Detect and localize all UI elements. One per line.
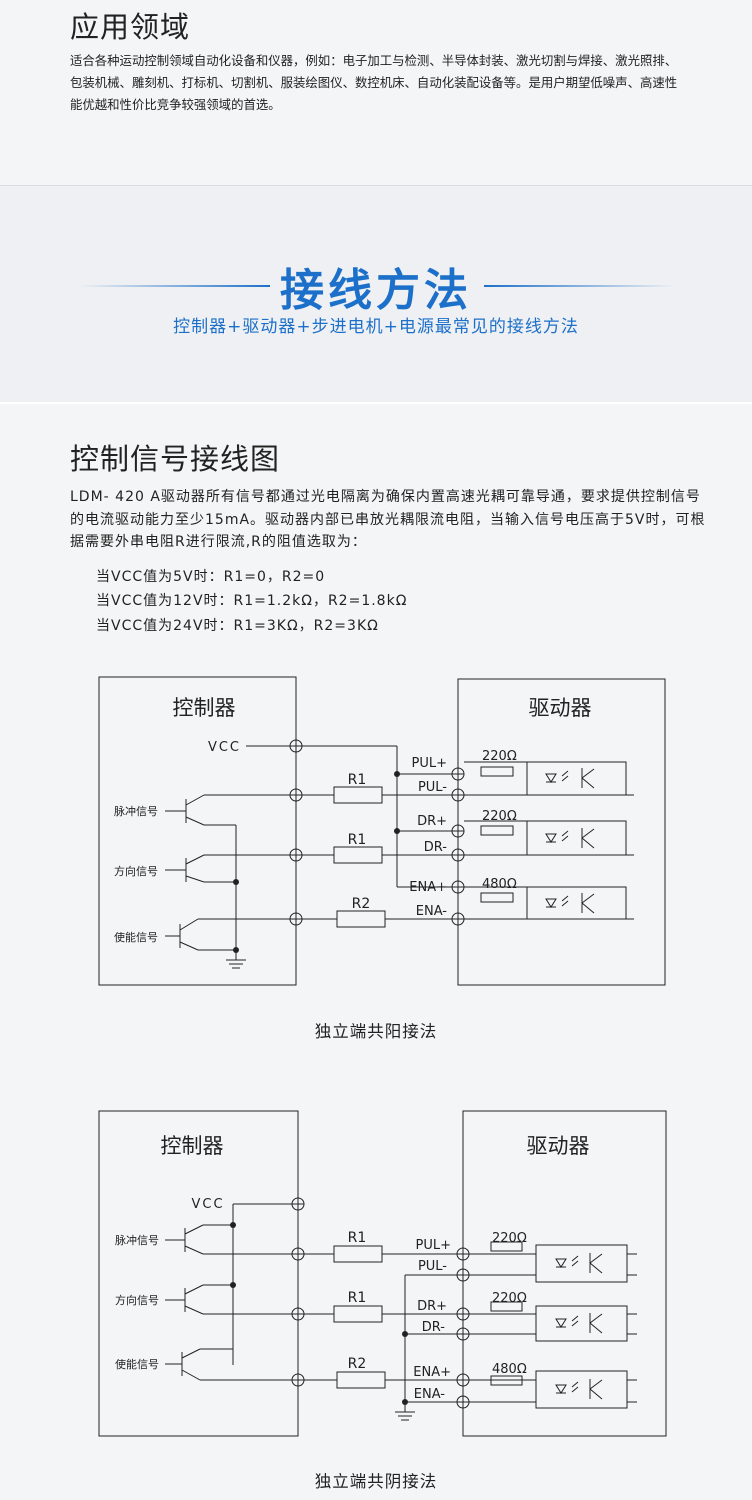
internal-resistor-2-2: 220Ω [492,1291,527,1306]
resistor-r1-dir-2 [333,1305,383,1323]
driver-box [457,678,666,986]
internal-resistor-3-2: 480Ω [492,1362,527,1377]
banner-title: 接线方法 [280,265,472,316]
optocoupler-3-2 [535,1370,628,1409]
application-text: 适合各种运动控制领域自动化设备和仪器，例如：电子加工与检测、半导体封装、激光切割… [70,53,678,112]
common-cathode-diagram: 控制器 驱动器 VCC 脉冲信号 方向信号 使能信号 R1 R1 R2 PUL+… [98,1110,667,1437]
ena-plus-label: ENA+ [409,880,447,895]
dr-minus-label: DR- [424,840,448,855]
pulse-signal-label: 脉冲信号 [114,804,158,818]
r1-label-dir-2: R1 [348,1290,367,1306]
internal-resistor-3: 480Ω [482,877,517,892]
vcc-label-2: VCC [191,1197,224,1212]
ena-minus-label-2: ENA- [414,1387,446,1402]
controller-label: 控制器 [173,696,236,720]
terminal-circles-2 [291,1197,470,1409]
optocoupler-2-2 [535,1305,628,1342]
wiring-banner: 接线方法 控制器+驱动器+步进电机+电源最常见的接线方法 [0,186,752,402]
r1-label-dir: R1 [348,832,367,848]
vcc-line-24v: 当VCC值为24V时：R1=3KΩ，R2=3KΩ [96,618,379,634]
pul-minus-label-2: PUL- [418,1259,447,1274]
dr-plus-label: DR+ [417,814,447,829]
controller-label-2: 控制器 [161,1134,224,1158]
pul-plus-label: PUL+ [412,756,448,771]
optocoupler-1-2 [535,1244,628,1283]
caption-common-cathode: 独立端共阴接法 [314,1472,438,1491]
common-anode-diagram: 控制器 驱动器 VCC 脉冲信号 方向信号 使能信号 R1 R1 R2 PUL+… [98,676,666,986]
vcc-label: VCC [208,740,241,755]
control-title: 控制信号接线图 [70,442,281,476]
application-section: 应用领域 适合各种运动控制领域自动化设备和仪器，例如：电子加工与检测、半导体封装… [0,0,752,185]
controller-box [98,676,297,986]
internal-resistor-2: 220Ω [482,809,517,824]
r1-label-pulse: R1 [348,772,367,788]
enable-signal-label: 使能信号 [114,930,158,944]
optocoupler-3 [526,886,627,920]
vcc-line-12v: 当VCC值为12V时：R1=1.2kΩ，R2=1.8kΩ [96,593,408,609]
pulse-signal-label-2: 脉冲信号 [115,1233,159,1247]
optocoupler-2 [526,820,627,856]
ena-plus-label-2: ENA+ [413,1365,451,1380]
dr-minus-label-2: DR- [422,1320,446,1335]
resistor-r2-ena [336,910,386,928]
r2-label-2: R2 [348,1356,367,1372]
pul-plus-label-2: PUL+ [416,1238,452,1253]
ena-minus-label: ENA- [416,904,448,919]
control-text: LDM- 420 A驱动器所有信号都通过光电隔离为确保内置高速光耦可靠导通，要求… [70,489,706,550]
enable-signal-label-2: 使能信号 [115,1357,159,1371]
divider [0,185,752,186]
pul-minus-label: PUL- [418,780,447,795]
optocoupler-1 [526,761,627,796]
controller-box-2 [98,1110,299,1437]
dr-plus-label-2: DR+ [417,1299,447,1314]
resistor-r1-pulse [333,786,383,804]
r2-label: R2 [352,896,371,912]
internal-resistor-1: 220Ω [482,749,517,764]
driver-label-2: 驱动器 [527,1134,590,1158]
application-title: 应用领域 [70,10,191,44]
banner-subtitle: 控制器+驱动器+步进电机+电源最常见的接线方法 [173,317,579,337]
section-gap [0,402,752,404]
resistor-r2-ena-2 [336,1371,386,1389]
vcc-line-5v: 当VCC值为5V时：R1=0，R2=0 [96,569,326,585]
direction-signal-label-2: 方向信号 [115,1293,159,1307]
resistor-r1-pulse-2 [333,1245,383,1263]
direction-signal-label: 方向信号 [114,864,158,878]
r1-label-pulse-2: R1 [348,1230,367,1246]
terminal-circles [289,739,465,926]
resistor-r1-dir [333,846,383,864]
caption-common-anode: 独立端共阳接法 [314,1022,438,1041]
banner-line-left [80,285,270,287]
banner-line-right [484,285,674,287]
internal-resistor-1-2: 220Ω [492,1231,527,1246]
driver-label: 驱动器 [529,696,592,720]
